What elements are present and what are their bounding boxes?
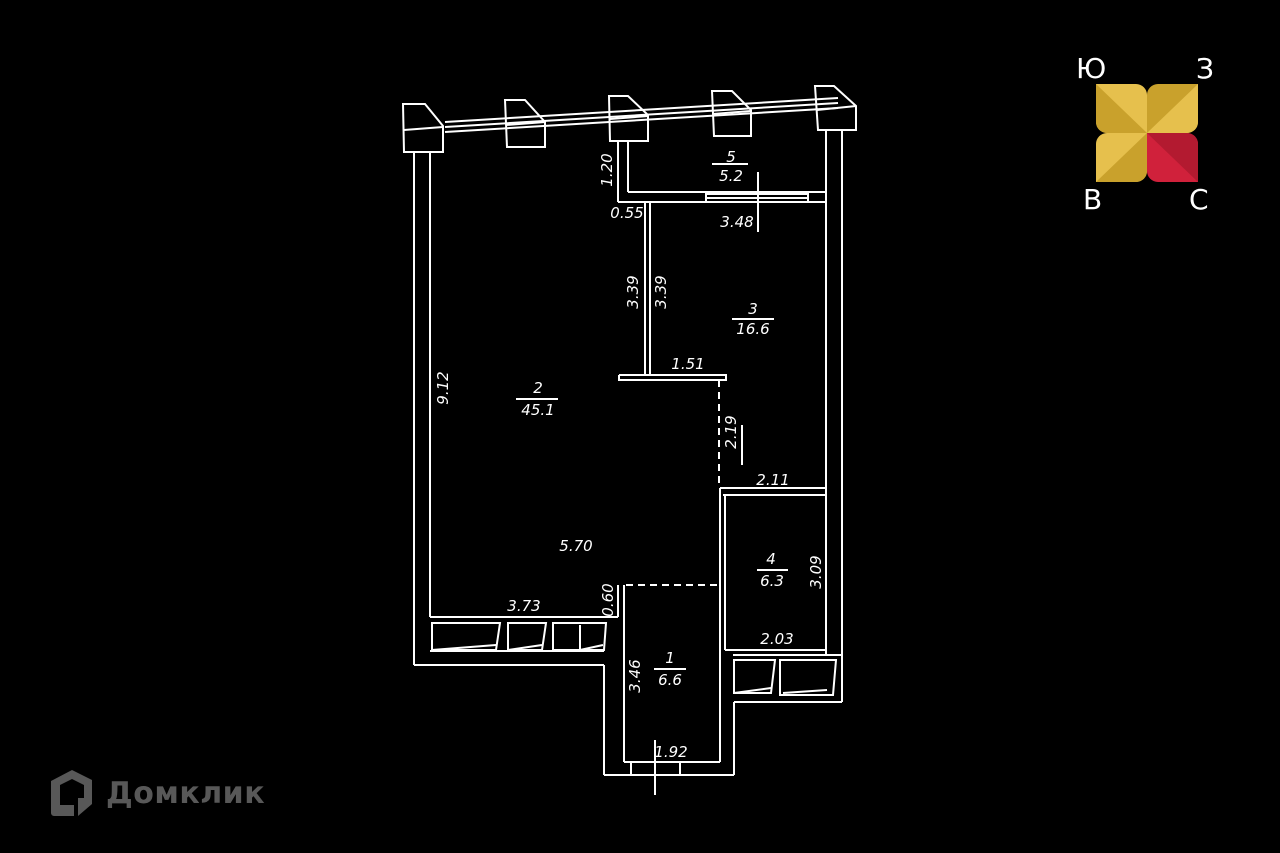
- facade-column: [813, 85, 857, 131]
- facade-windows: [401, 85, 857, 153]
- facade-column: [503, 99, 546, 148]
- dim-living-width: 5.70: [559, 537, 592, 555]
- room-area: 5.2: [719, 167, 743, 185]
- dim-partition-right: 3.39: [652, 275, 670, 308]
- room-number: 2: [533, 379, 543, 397]
- dim-living-height: 9.12: [434, 371, 452, 404]
- room-area: 16.6: [736, 320, 769, 338]
- house-logo-icon: [51, 770, 92, 816]
- room-label-1: 1 6.6: [654, 649, 686, 689]
- dim-bath-height: 3.09: [807, 555, 825, 588]
- dim-bath-width: 2.03: [760, 630, 793, 648]
- brand-name: Домклик: [106, 775, 266, 811]
- room-number: 5: [726, 148, 736, 166]
- facade-column: [607, 95, 649, 142]
- room-area: 6.6: [658, 671, 682, 689]
- dim-living-bottom: 3.73: [507, 597, 540, 615]
- dimensions: 1.20 0.55 3.48 3.39 3.39 1.51 2.19 2.11 …: [434, 153, 825, 761]
- room-label-3: 3 16.6: [732, 300, 774, 338]
- compass-label-nw: Ю: [1076, 52, 1107, 85]
- dim-balcony-offset: 0.55: [610, 204, 643, 222]
- dim-room3-bottom: 2.11: [756, 471, 789, 489]
- dim-door-opening: 2.19: [722, 415, 740, 448]
- room-area: 45.1: [521, 401, 554, 419]
- dim-hall-height: 3.46: [626, 659, 644, 692]
- room-number: 4: [766, 550, 776, 568]
- dim-partition-left: 3.39: [624, 275, 642, 308]
- brand-logo: Домклик: [48, 768, 265, 818]
- walls: [413, 130, 843, 795]
- room-label-4: 4 6.3: [757, 550, 788, 590]
- room-label-5: 5 5.2: [712, 148, 748, 185]
- room-number: 1: [665, 649, 675, 667]
- facade-column: [710, 90, 752, 137]
- room-area: 6.3: [760, 572, 784, 590]
- room-label-2: 2 45.1: [516, 379, 558, 419]
- dim-hall-offset: 0.60: [599, 583, 617, 616]
- compass-label-sw: В: [1083, 183, 1103, 216]
- compass-flower-icon: [1096, 84, 1198, 182]
- dim-hall-width: 1.92: [654, 743, 687, 761]
- room-number: 3: [748, 300, 758, 318]
- dim-partition-stub: 1.51: [671, 355, 704, 373]
- dim-balcony-depth: 1.20: [598, 153, 616, 186]
- compass-label-ne: З: [1196, 52, 1214, 85]
- compass-label-se: С: [1189, 183, 1209, 216]
- dim-balcony-width: 3.48: [720, 213, 753, 231]
- facade-column: [401, 103, 444, 153]
